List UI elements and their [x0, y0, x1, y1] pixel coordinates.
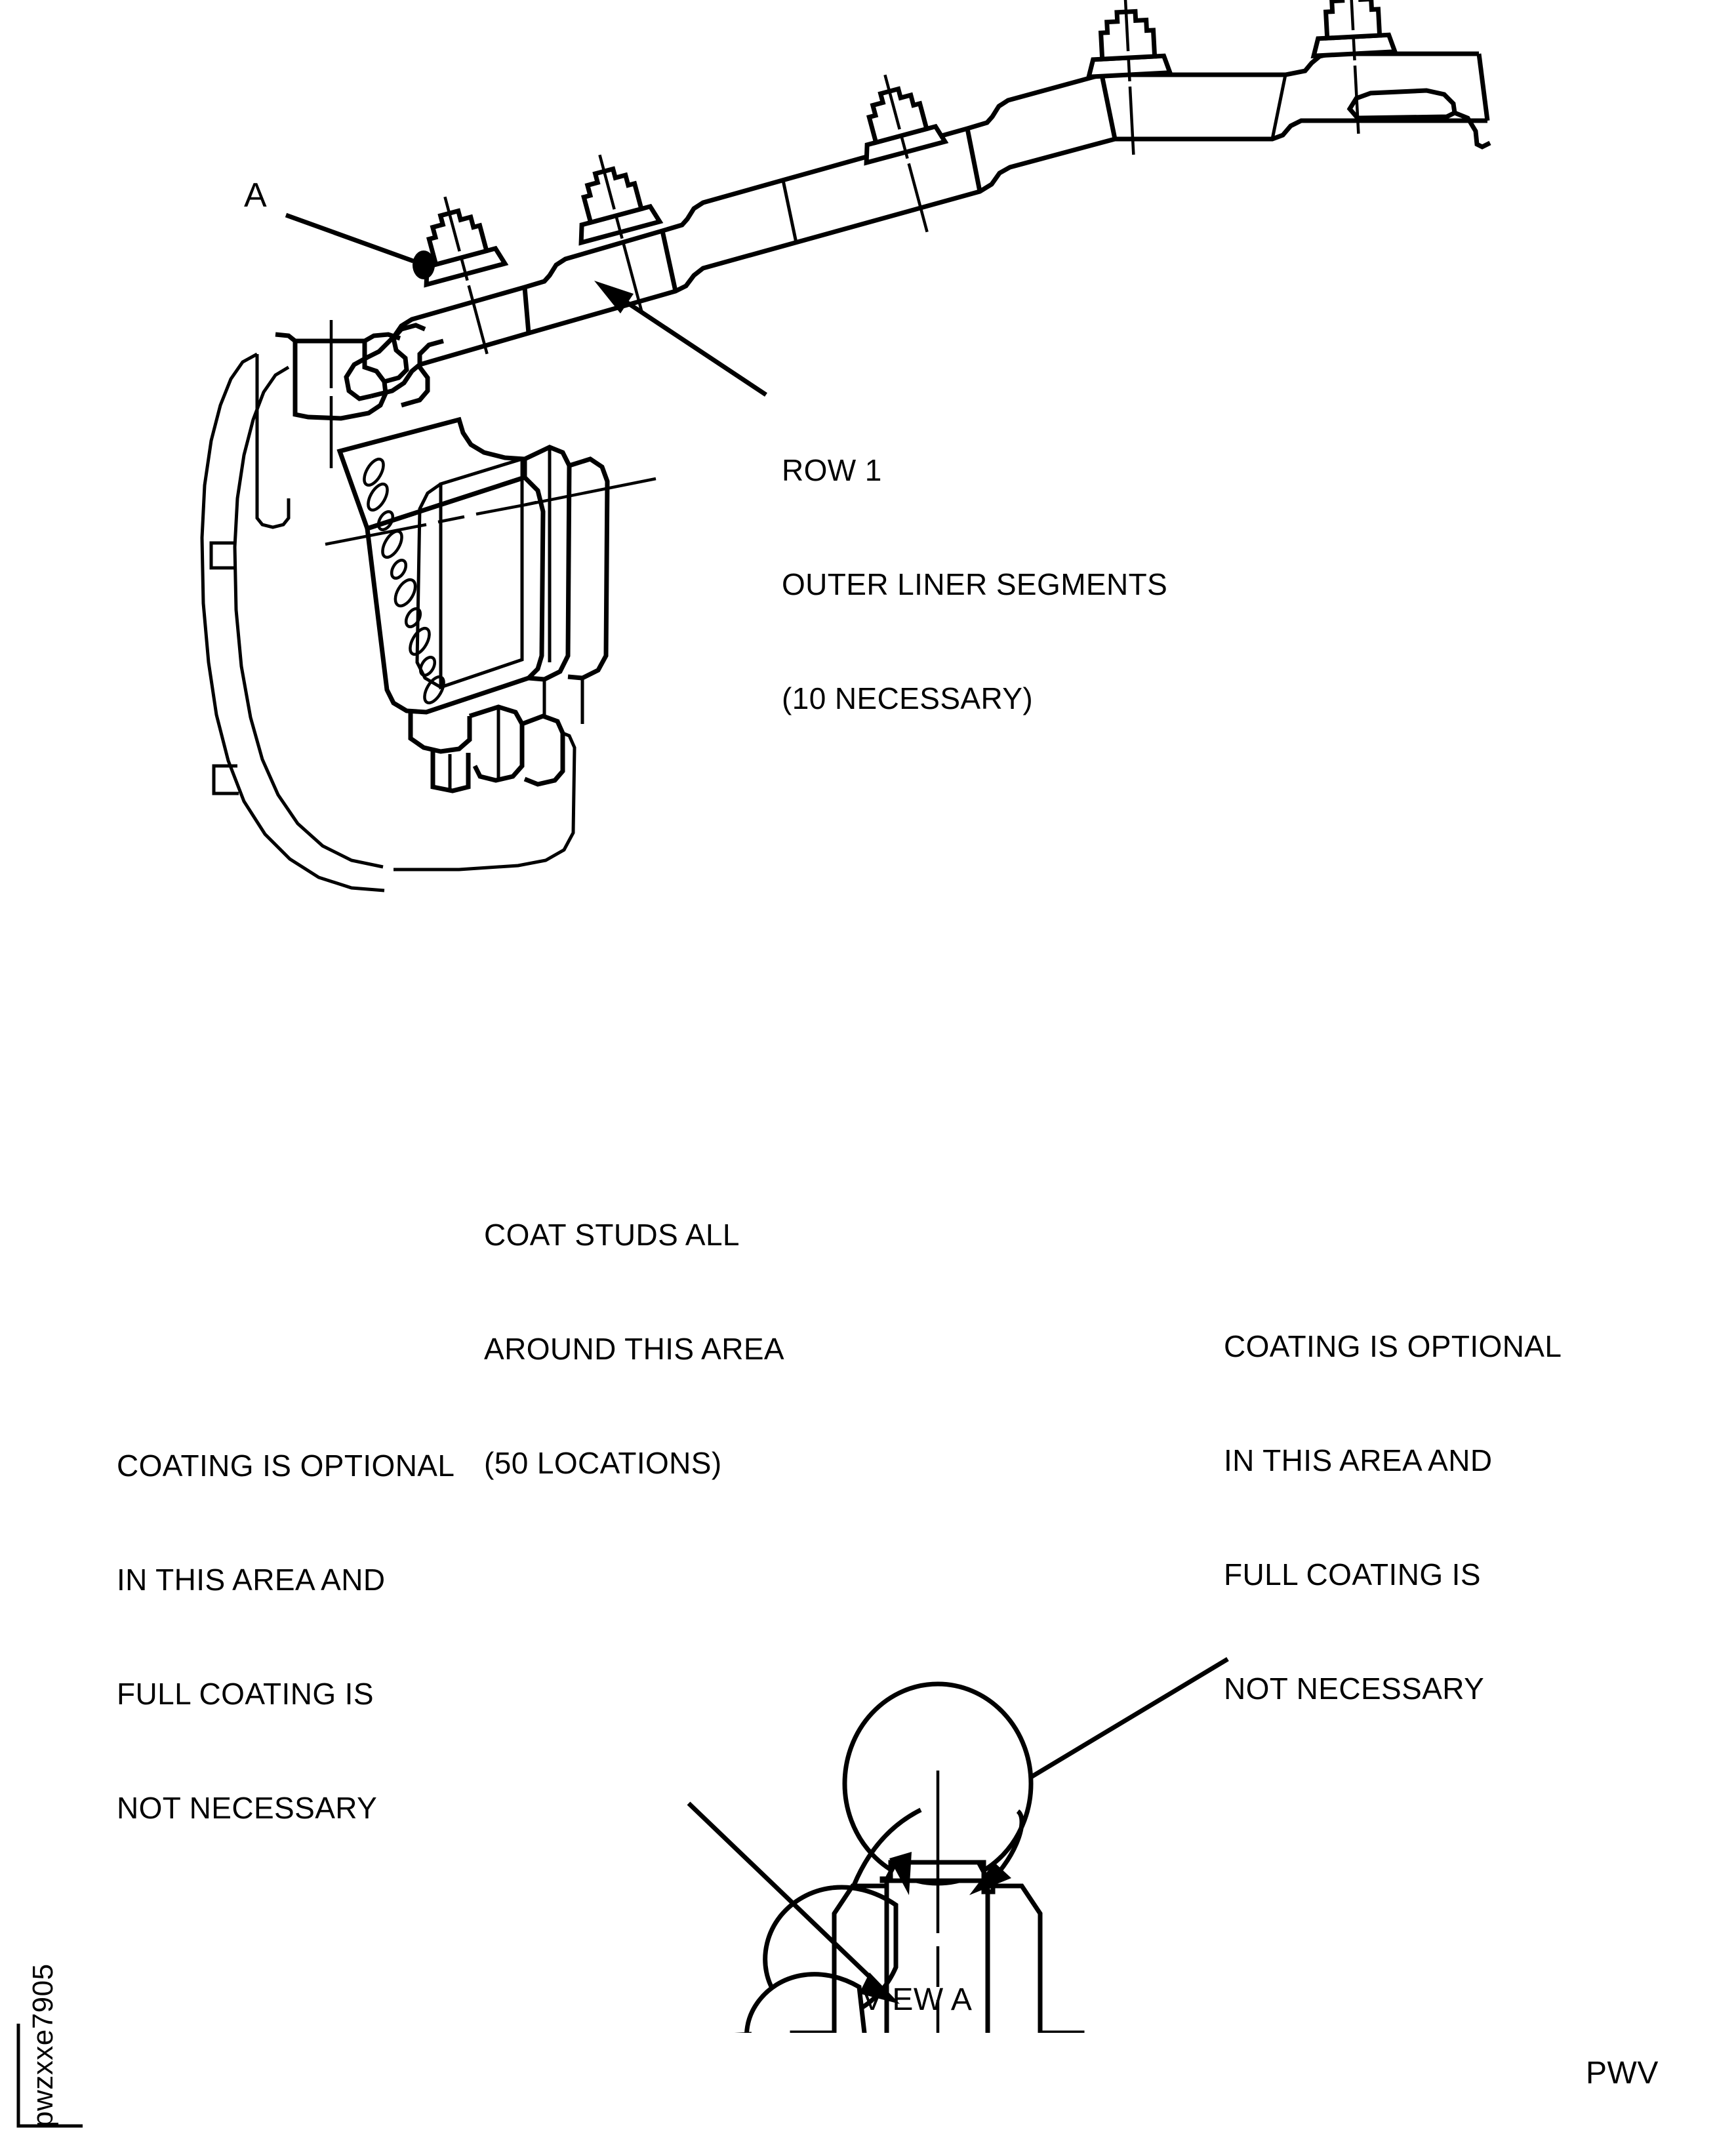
- coating-optional-right-line-3: FULL COATING IS: [1224, 1557, 1481, 1592]
- row1-callout-note: ROW 1 OUTER LINER SEGMENTS (10 NECESSARY…: [782, 375, 1167, 793]
- coat-studs-note: COAT STUDS ALL AROUND THIS AREA (50 LOCA…: [484, 1140, 784, 1558]
- row1-callout-line-3: (10 NECESSARY): [782, 681, 1034, 715]
- corner-registration-mark: [16, 2024, 83, 2128]
- row1-callout-line-2: OUTER LINER SEGMENTS: [782, 567, 1168, 601]
- liner-stud: [424, 196, 509, 355]
- coating-optional-left-line-3: FULL COATING IS: [117, 1677, 374, 1711]
- coating-optional-right-line-2: IN THIS AREA AND: [1224, 1443, 1493, 1477]
- upper-figure-combustor-liner: [200, 0, 1491, 892]
- coating-optional-left-line-1: COATING IS OPTIONAL: [117, 1449, 455, 1483]
- liner-stud: [1085, 0, 1173, 155]
- coating-optional-left-note: COATING IS OPTIONAL IN THIS AREA AND FUL…: [117, 1371, 454, 1903]
- detail-flag-a-label: A: [244, 176, 267, 214]
- coat-studs-note-line-1: COAT STUDS ALL: [484, 1218, 740, 1252]
- lower-figure-view-a-stud-detail: [687, 1656, 1229, 2033]
- coating-optional-right-line-1: COATING IS OPTIONAL: [1224, 1329, 1562, 1363]
- liner-stud: [864, 74, 949, 233]
- drawing-number: pwzxxe7905: [27, 1963, 59, 2127]
- coating-optional-left-line-4: NOT NECESSARY: [117, 1791, 378, 1825]
- inner-liner-panel: [325, 416, 656, 715]
- coating-optional-right-line-4: NOT NECESSARY: [1224, 1672, 1485, 1706]
- combustor-body-section: [200, 320, 656, 892]
- liner-stud: [578, 154, 664, 313]
- cooling-holes: [363, 457, 445, 705]
- view-a-title: VIEW A: [862, 1982, 973, 2017]
- row1-callout-leader: [594, 281, 767, 397]
- coat-studs-note-line-3: (50 LOCATIONS): [484, 1446, 722, 1480]
- coat-studs-note-line-2: AROUND THIS AREA: [484, 1332, 784, 1366]
- outer-liner-band: [344, 51, 1491, 401]
- liner-stud: [1310, 0, 1398, 134]
- coating-optional-left-line-2: IN THIS AREA AND: [117, 1563, 386, 1597]
- coating-optional-right-note: COATING IS OPTIONAL IN THIS AREA AND FUL…: [1224, 1251, 1562, 1784]
- view-a-callout-leaders: [687, 1656, 1229, 2033]
- detail-flag-a-leader: [285, 212, 435, 279]
- pwv-mark: PWV: [1586, 2056, 1659, 2091]
- row1-callout-line-1: ROW 1: [782, 453, 882, 487]
